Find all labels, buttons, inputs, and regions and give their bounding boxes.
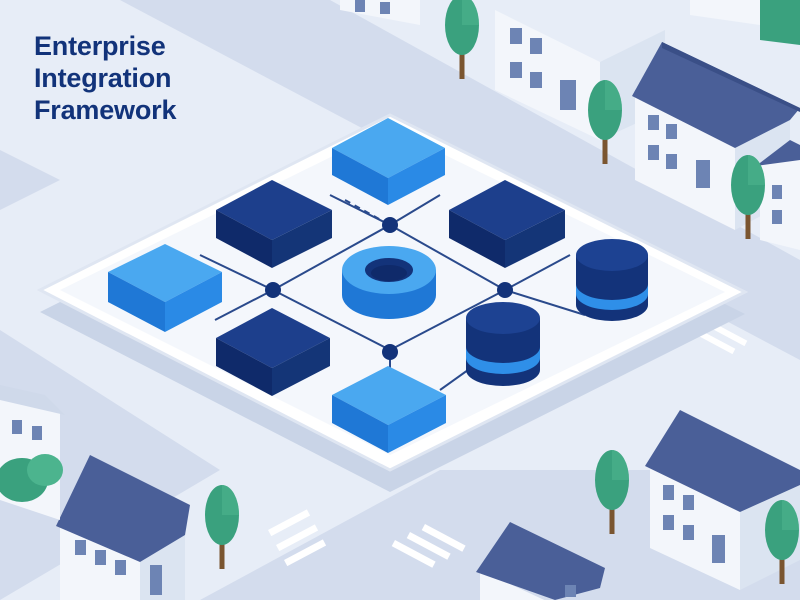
house-bottom-left bbox=[56, 455, 190, 600]
database-dark bbox=[466, 302, 540, 386]
junction-node-bottom bbox=[382, 344, 398, 360]
crosswalk-bottom-right bbox=[391, 524, 466, 568]
junction-node-top bbox=[382, 217, 398, 233]
module-block-left bbox=[108, 244, 222, 332]
central-hub bbox=[342, 246, 436, 319]
house-top-far-right bbox=[690, 0, 800, 45]
database-icon bbox=[466, 302, 540, 386]
title-line-2: Integration bbox=[34, 63, 172, 93]
junction-node-left bbox=[265, 282, 281, 298]
house-bottom-center bbox=[476, 522, 605, 600]
junction-node-right bbox=[497, 282, 513, 298]
module-block-bottom bbox=[332, 366, 446, 453]
database-light bbox=[576, 239, 648, 321]
title-line-1: Enterprise bbox=[34, 31, 166, 61]
trees bbox=[0, 0, 799, 584]
house-right-edge bbox=[756, 140, 800, 250]
crosswalk-bottom-left bbox=[268, 509, 327, 567]
module-block-upper-right bbox=[449, 180, 565, 268]
ring-icon bbox=[365, 258, 413, 282]
title-line-3: Framework bbox=[34, 95, 177, 125]
module-block-lower-left bbox=[216, 308, 330, 396]
module-block-upper-left bbox=[216, 180, 332, 268]
dashed-link bbox=[344, 199, 391, 226]
module-block-top bbox=[332, 118, 445, 205]
page-title: Enterprise Integration Framework bbox=[34, 30, 176, 126]
house-top-left bbox=[340, 0, 420, 25]
database-icon bbox=[576, 239, 648, 321]
crosswalk-right bbox=[697, 321, 748, 355]
